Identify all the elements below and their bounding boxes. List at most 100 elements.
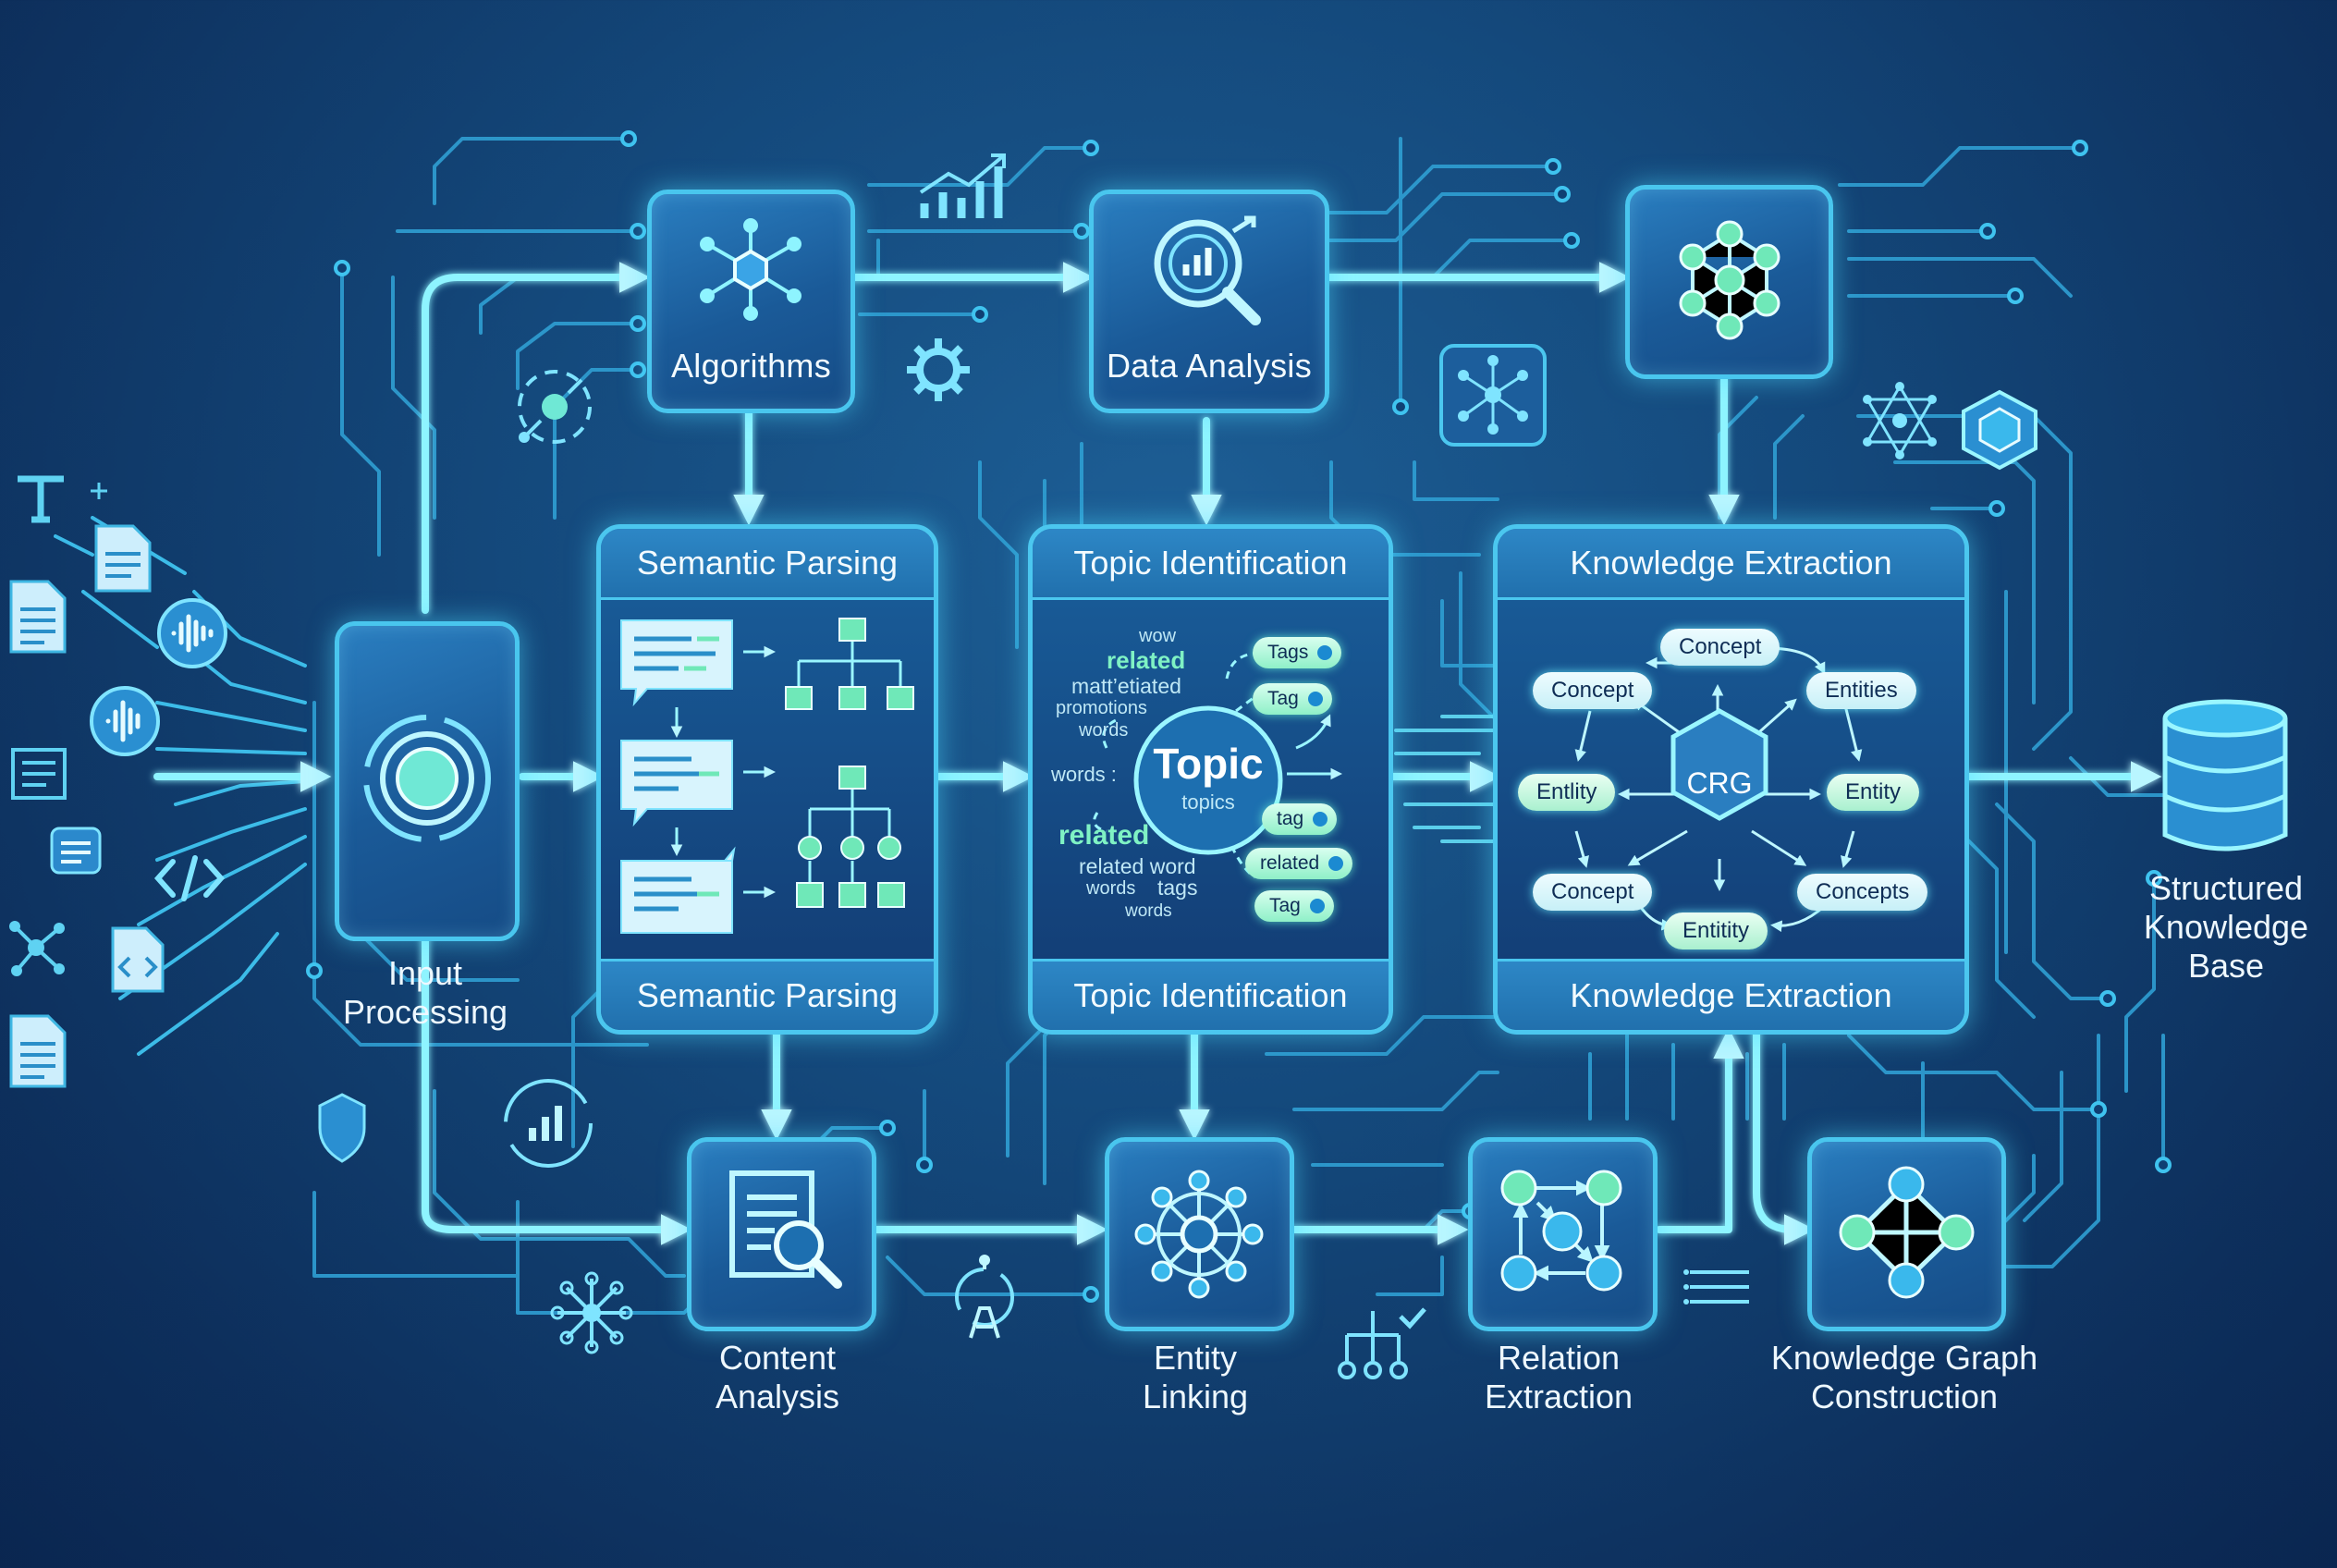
kg-node-entity[interactable]: Entlity bbox=[1518, 774, 1616, 811]
topic-identification-footer: Topic Identification bbox=[1033, 959, 1389, 1030]
growth-chart-icon bbox=[919, 153, 1006, 218]
gear-icon bbox=[907, 338, 970, 401]
magnifier-chart-icon bbox=[1154, 215, 1261, 325]
structured-knowledge-base-label: Structured Knowledge Base bbox=[2143, 869, 2309, 985]
topic-word: matt’etiated bbox=[1071, 674, 1181, 698]
equals-lines-icon bbox=[1683, 1269, 1749, 1305]
target-ring-icon bbox=[363, 715, 491, 842]
relation-extraction-node[interactable] bbox=[1468, 1137, 1658, 1331]
knowledge-extraction-body: CRG Concept Concept Entities Entlity Ent… bbox=[1498, 600, 1964, 959]
kg-node-concept[interactable]: Concept bbox=[1660, 629, 1780, 666]
tag-icon bbox=[1313, 812, 1328, 827]
tag-icon bbox=[1309, 899, 1325, 913]
topic-tag[interactable]: Tag bbox=[1254, 890, 1334, 922]
text-icon bbox=[18, 475, 64, 523]
kg-node-entity[interactable]: Entitity bbox=[1664, 913, 1768, 949]
knowledge-extraction-title: Knowledge Extraction bbox=[1498, 529, 1964, 600]
algorithms-node[interactable]: Algorithms bbox=[647, 190, 855, 413]
topic-word: wow bbox=[1139, 626, 1177, 646]
tag-text: Tags bbox=[1267, 642, 1309, 663]
document-icon bbox=[9, 1014, 67, 1088]
topic-center-sublabel: topics bbox=[1181, 790, 1235, 814]
topic-word: words : bbox=[1051, 763, 1117, 786]
document-icon bbox=[9, 580, 67, 654]
tag-text: Tag bbox=[1267, 688, 1299, 709]
algorithms-label: Algorithms bbox=[670, 347, 832, 385]
list-icon bbox=[11, 748, 67, 800]
kg-node-concepts[interactable]: Concepts bbox=[1797, 874, 1928, 911]
kg-node-entities[interactable]: Entities bbox=[1806, 672, 1916, 709]
kg-node-entity[interactable]: Entity bbox=[1827, 774, 1920, 811]
network-icon bbox=[1439, 344, 1547, 447]
hexagon-icon bbox=[1962, 389, 2037, 471]
audio-wave-icon bbox=[90, 686, 160, 756]
kg-node-concept[interactable]: Concept bbox=[1533, 672, 1653, 709]
connection-node-icon bbox=[518, 370, 592, 444]
topic-cloud-links bbox=[1093, 652, 1343, 879]
topic-tag[interactable]: tag bbox=[1262, 803, 1338, 835]
shield-icon bbox=[318, 1093, 366, 1163]
graph-construction-icon bbox=[1839, 1166, 1975, 1299]
tag-icon bbox=[1307, 692, 1323, 706]
entity-linking-label: Entity Linking bbox=[1142, 1339, 1249, 1415]
network-icon bbox=[9, 921, 65, 976]
topic-word: words bbox=[1125, 901, 1172, 921]
topic-word: related word bbox=[1079, 854, 1196, 878]
semantic-parsing-title: Semantic Parsing bbox=[601, 529, 934, 600]
network-icon bbox=[550, 1271, 633, 1354]
entity-linking-node[interactable] bbox=[1105, 1137, 1294, 1331]
tag-text: Tag bbox=[1269, 895, 1301, 916]
semantic-parsing-panel[interactable]: Semantic Parsing bbox=[596, 524, 938, 1035]
growth-chart-icon bbox=[504, 1079, 593, 1168]
data-analysis-label: Data Analysis bbox=[1106, 347, 1312, 385]
topic-word: promotions bbox=[1056, 698, 1147, 718]
kg-construction-label: Knowledge Graph Construction bbox=[1770, 1339, 2038, 1415]
topic-tag[interactable]: related bbox=[1245, 848, 1353, 879]
topic-tag[interactable]: Tags bbox=[1253, 637, 1342, 668]
topic-word: words bbox=[1079, 720, 1129, 741]
plus-icon bbox=[91, 483, 107, 499]
topic-word: related bbox=[1058, 820, 1150, 851]
content-analysis-node[interactable] bbox=[687, 1137, 876, 1331]
hierarchy-check-icon bbox=[1338, 1307, 1426, 1379]
robot-arm-icon bbox=[955, 1255, 1014, 1339]
semantic-parsing-footer: Semantic Parsing bbox=[601, 959, 934, 1030]
tag-icon bbox=[1328, 856, 1344, 871]
topic-word: related bbox=[1107, 646, 1186, 674]
semantic-parsing-body bbox=[601, 600, 934, 959]
knowledge-extraction-panel[interactable]: Knowledge Extraction bbox=[1493, 524, 1969, 1035]
crg-center-label: CRG bbox=[1686, 766, 1753, 800]
knowledge-graph-edges bbox=[1574, 646, 1863, 933]
document-icon bbox=[94, 524, 152, 593]
topic-tag[interactable]: Tag bbox=[1253, 683, 1332, 715]
hub-network-icon bbox=[700, 218, 801, 321]
entity-network-icon bbox=[1134, 1170, 1264, 1299]
input-processing-node[interactable] bbox=[335, 621, 520, 941]
relation-extraction-label: Relation Extraction bbox=[1484, 1339, 1633, 1415]
topic-center-label: Topic bbox=[1153, 740, 1264, 788]
data-analysis-node[interactable]: Data Analysis bbox=[1089, 190, 1329, 413]
tag-text: related bbox=[1260, 852, 1320, 874]
code-icon bbox=[153, 855, 226, 901]
calendar-document-icon bbox=[50, 827, 102, 875]
relation-graph-icon bbox=[1500, 1170, 1622, 1292]
kg-construction-node[interactable] bbox=[1807, 1137, 2006, 1331]
code-document-icon bbox=[111, 926, 165, 993]
content-analysis-label: Content Analysis bbox=[715, 1339, 840, 1415]
input-processing-label: Input Processing bbox=[342, 954, 508, 1031]
tag-icon bbox=[1317, 645, 1333, 660]
kg-node-concept[interactable]: Concept bbox=[1533, 874, 1653, 911]
topic-identification-body: Topic topics wow related matt’etiated pr… bbox=[1033, 600, 1389, 959]
topic-identification-title: Topic Identification bbox=[1033, 529, 1389, 600]
parse-tree-illustration bbox=[620, 618, 914, 934]
topic-identification-panel[interactable]: Topic Identification Topic topics wow re… bbox=[1028, 524, 1393, 1035]
document-search-icon bbox=[729, 1170, 842, 1289]
molecule-icon bbox=[1863, 382, 1937, 459]
database-icon bbox=[2162, 699, 2288, 851]
tag-text: tag bbox=[1277, 808, 1304, 829]
audio-wave-icon bbox=[157, 598, 227, 668]
knowledge-extraction-footer: Knowledge Extraction bbox=[1498, 959, 1964, 1030]
knowledge-network-node[interactable] bbox=[1625, 185, 1833, 379]
